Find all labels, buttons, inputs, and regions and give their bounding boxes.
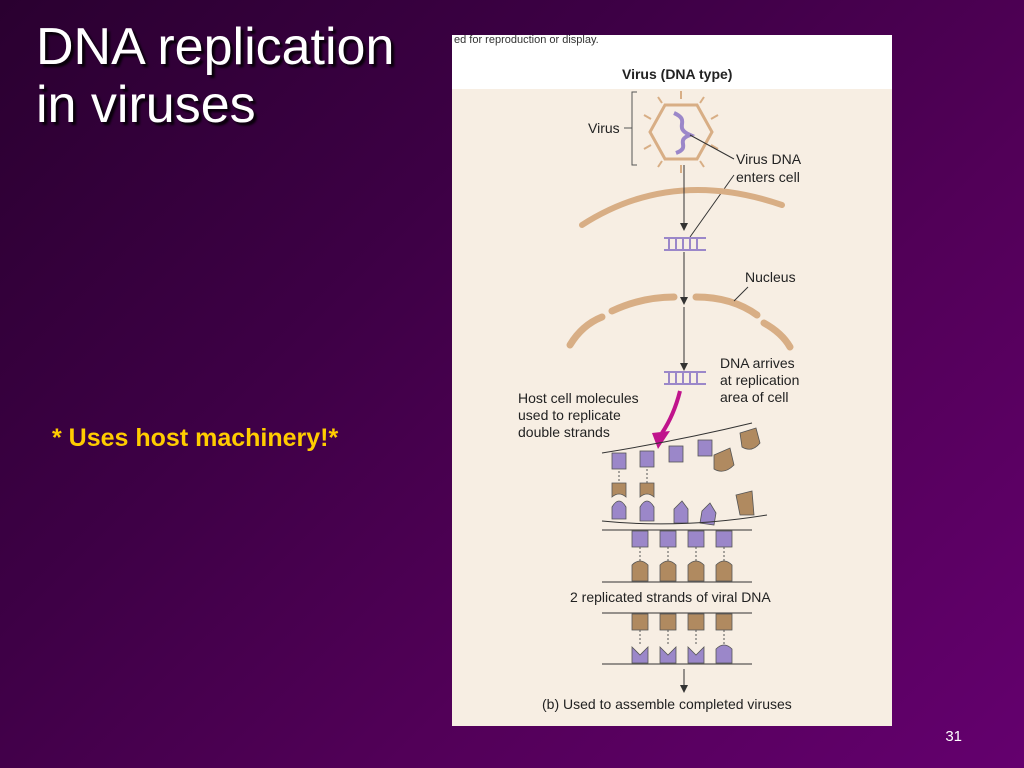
unzipping-dna-top bbox=[601, 422, 761, 498]
label-replicated-strands: 2 replicated strands of viral DNA bbox=[570, 589, 771, 605]
label-at-replication: at replication bbox=[720, 372, 800, 388]
label-area-of-cell: area of cell bbox=[720, 389, 789, 405]
replication-diagram bbox=[566, 91, 794, 693]
slide-title-line-1: DNA replication bbox=[36, 18, 395, 76]
label-enters-cell: enters cell bbox=[736, 169, 800, 185]
figure-credit: ed for reproduction or display. bbox=[454, 34, 599, 46]
viral-dna-icon-1 bbox=[664, 237, 706, 251]
label-dna-arrives: DNA arrives bbox=[720, 355, 795, 371]
cell-membrane bbox=[579, 186, 785, 228]
label-nucleus: Nucleus bbox=[745, 269, 796, 285]
label-virus-dna: Virus DNA bbox=[736, 151, 802, 167]
replication-arrow bbox=[660, 390, 682, 435]
virus-capsid-icon bbox=[643, 91, 719, 173]
virus-replication-figure: ed for reproduction or display. Virus (D… bbox=[452, 34, 892, 726]
nucleus-leader bbox=[733, 286, 749, 302]
viral-dna-icon-2 bbox=[664, 371, 706, 385]
label-host-cell-molecules: Host cell molecules bbox=[518, 390, 639, 406]
virus-bracket bbox=[631, 91, 637, 166]
dna-enters-leader bbox=[689, 174, 735, 238]
figure-header: ed for reproduction or display. Virus (D… bbox=[452, 34, 892, 89]
replicated-strand-1 bbox=[602, 529, 752, 583]
slide-title-line-2: in viruses bbox=[36, 76, 256, 134]
label-assemble-viruses: (b) Used to assemble completed viruses bbox=[542, 696, 792, 712]
host-machinery-note: * Uses host machinery!* bbox=[52, 424, 339, 452]
virus-dna-leader bbox=[689, 134, 735, 160]
figure-heading: Virus (DNA type) bbox=[622, 66, 733, 82]
slide-page-number: 31 bbox=[945, 728, 962, 745]
slide-title: DNA replication in viruses bbox=[36, 18, 456, 134]
label-used-to-replicate: used to replicate bbox=[518, 407, 621, 423]
label-double-strands: double strands bbox=[518, 424, 610, 440]
replicated-strand-2 bbox=[602, 612, 752, 665]
label-virus: Virus bbox=[588, 120, 620, 136]
unzipping-dna-bottom bbox=[601, 490, 768, 526]
nuclear-membrane bbox=[566, 293, 794, 351]
